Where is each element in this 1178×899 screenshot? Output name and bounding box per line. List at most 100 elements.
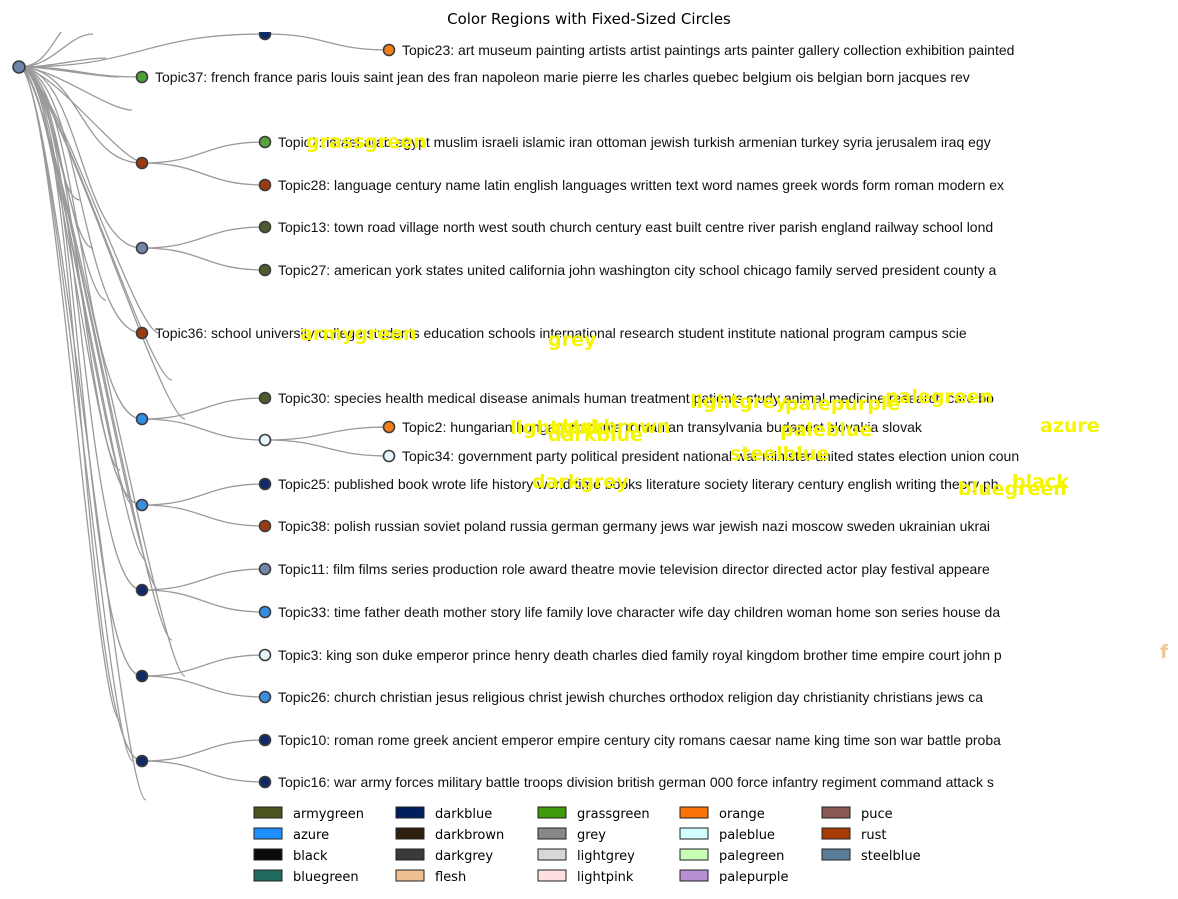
leaf-edge [264,33,390,51]
topic-label: Topic16: war army forces military battle… [278,774,994,790]
legend-label-palepurple: palepurple [719,870,789,885]
internal-node [135,669,149,683]
legend-swatch-darkgrey [395,848,425,861]
leaf-edge [141,226,266,249]
region-label-grassgreen: grassgreen [306,131,427,153]
tree-edge [18,66,143,506]
topic-label: Topic10: roman rome greek ancient empero… [278,732,1001,748]
region-label-steelblue: steelblue [730,443,829,465]
topic-node [258,135,272,149]
topic-label: Topic13: town road village north west so… [278,219,993,235]
topic-node [258,690,272,704]
legend-swatch-paleblue [679,827,709,840]
region-label-paleblue: paleblue [780,419,872,441]
chart-title: Color Regions with Fixed-Sized Circles [447,10,731,28]
topic-label: Topic36: school university college stude… [155,325,967,341]
legend-swatch-bluegreen [253,869,283,882]
region-label-black: black [1012,471,1069,493]
topic-label: Topic38: polish russian soviet poland ru… [278,518,990,534]
leaf-edge [141,589,266,613]
topic-label: Topic11: film films series production ro… [278,561,990,577]
region-label-darkgrey: darkgrey [532,471,629,493]
topic-label: Topic26: church christian jesus religiou… [278,689,983,705]
legend-label-puce: puce [861,807,893,822]
legend-swatch-steelblue [821,848,851,861]
tree-edge [141,418,266,441]
topic-node [258,391,272,405]
leaf-edge [141,162,266,186]
region-label-azure: azure [1040,415,1100,437]
leaf-edge [141,397,266,420]
region-label-lightgrey: lightgrey [690,391,788,413]
topic-node [135,326,149,340]
legend-swatch-azure [253,827,283,840]
legend-swatch-puce [821,806,851,819]
legend-label-armygreen: armygreen [293,807,364,822]
tree-edge [18,66,143,762]
region-label-flesh: flesh [1160,641,1178,663]
topic-labels: Topic23: art museum painting artists art… [155,42,1019,790]
topic-node [258,562,272,576]
legend-swatch-grassgreen [537,806,567,819]
leaf-edge [141,568,266,591]
internal-node [135,241,149,255]
legend-label-orange: orange [719,807,765,822]
tree-nodes [12,32,396,789]
topic-node [258,605,272,619]
legend-label-bluegreen: bluegreen [293,870,359,885]
legend-label-grassgreen: grassgreen [577,807,650,822]
topic-node [135,70,149,84]
legend-swatch-black [253,848,283,861]
tree-edge [18,66,143,249]
legend-swatch-flesh [395,869,425,882]
tree-branches [18,33,390,783]
tree-edge [18,66,143,164]
region-label-darkblue: darkblue [548,424,643,446]
region-label-lightpink: lightpink [510,417,606,439]
topic-node [258,775,272,789]
legend-swatch-orange [679,806,709,819]
topic-node [382,43,396,57]
topic-label: Topic37: french france paris louis saint… [155,69,970,85]
region-label-darkbrown: darkbrown [555,416,671,438]
topic-node [258,733,272,747]
root-edge [18,66,147,801]
leaf-edge [18,66,143,78]
topic-label: Topic33: time father death mother story … [278,604,1000,620]
legend-label-darkgrey: darkgrey [435,849,493,864]
legend-label-palegreen: palegreen [719,849,784,864]
internal-node [135,754,149,768]
legend-swatch-rust [821,827,851,840]
internal-node [135,498,149,512]
plot-area: Topic23: art museum painting artists art… [12,32,1178,801]
legend-swatch-palepurple [679,869,709,882]
legend-label-darkbrown: darkbrown [435,828,504,843]
legend-label-rust: rust [861,828,886,843]
leaf-edge [264,426,390,441]
region-label-armygreen: armygreen [300,323,417,345]
legend-swatch-darkblue [395,806,425,819]
color-legend: armygreenazureblackbluegreendarkbluedark… [253,806,921,885]
topic-label: Topic3: king son duke emperor prince hen… [278,647,1002,663]
root-node [12,60,26,74]
topic-label: Topic28: language century name latin eng… [278,177,1004,193]
legend-label-flesh: flesh [435,870,466,885]
topic-label: Topic2: hungarian hungary romania romani… [402,419,923,435]
legend-swatch-lightpink [537,869,567,882]
internal-node [135,412,149,426]
internal-node [135,583,149,597]
leaf-edge [141,675,266,698]
tree-edge [18,33,266,68]
root-edge [18,32,62,68]
topic-label: Topic7: israel arab egypt muslim israeli… [278,134,991,150]
region-label-grey: grey [548,329,597,351]
tree-edge [18,66,143,677]
leaf-edge [18,66,143,334]
legend-label-black: black [293,849,328,864]
leaf-edge [141,739,266,762]
leaf-edge [141,247,266,271]
topic-node [382,420,396,434]
legend-label-darkblue: darkblue [435,807,492,822]
legend-label-lightpink: lightpink [577,870,634,885]
